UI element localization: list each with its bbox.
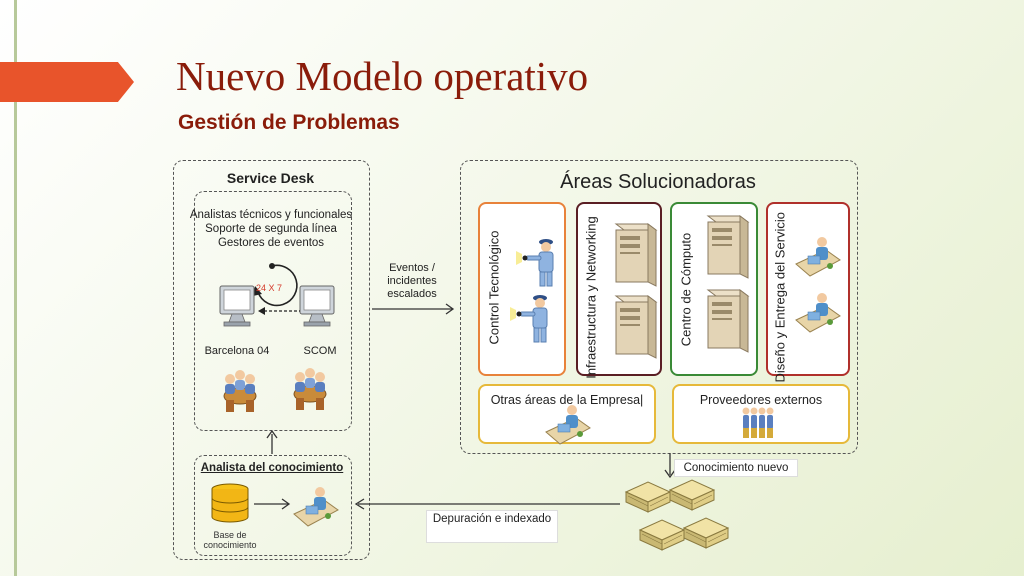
database-icon <box>211 483 249 523</box>
site-left-label: Barcelona 04 <box>204 345 270 357</box>
refine-label: Depuración e indexado <box>426 510 558 543</box>
database-label: Base de conocimiento <box>203 530 257 550</box>
title-arrow-tab <box>0 62 134 102</box>
guard-icon <box>515 238 554 287</box>
arrow-down-icon <box>664 453 676 479</box>
service-desk-inner-panel <box>194 191 352 431</box>
area-label-computo: Centro de Cómputo <box>678 232 694 347</box>
analyst-desk-icon <box>795 292 841 333</box>
page-subtitle: Gestión de Problemas <box>178 111 400 134</box>
knowledge-analyst-heading: Analista del conocimiento <box>200 462 344 474</box>
new-knowledge-label: Conocimiento nuevo <box>674 459 798 477</box>
people-group-icon <box>742 407 774 438</box>
meeting-icon <box>223 369 257 413</box>
escalated-label: Eventos / incidentes escalados <box>387 262 437 300</box>
external-providers-label: Proveedores externos <box>699 393 823 407</box>
server-icon <box>615 295 657 359</box>
area-label-infra: Infraestructura y Networking <box>583 216 599 379</box>
other-areas-label: Otras áreas de la Empresa| <box>490 393 644 407</box>
monitor-icon <box>299 285 335 327</box>
document-stack-icon <box>625 481 671 513</box>
cycle-arrow-icon <box>253 263 298 307</box>
page-title: Nuevo Modelo operativo <box>176 53 589 99</box>
role-1: Analistas técnicos y funcionales <box>189 209 353 221</box>
server-icon <box>707 289 749 353</box>
service-desk-heading: Service Desk <box>226 170 315 186</box>
service-desk-panel <box>173 160 370 560</box>
arrow-right-icon <box>372 303 455 315</box>
meeting-icon <box>293 367 327 411</box>
knowledge-analyst-panel <box>194 455 352 556</box>
left-accent-line <box>14 0 17 576</box>
arrow-right-icon <box>254 498 291 510</box>
area-label-diseno: Diseño y Entrega del Servicio <box>772 211 788 383</box>
areas-heading: Áreas Solucionadoras <box>560 171 756 193</box>
document-stack-icon <box>669 479 715 511</box>
monitor-icon <box>219 285 255 327</box>
role-3: Gestores de eventos <box>217 237 325 249</box>
server-icon <box>707 215 749 279</box>
arrow-up-icon <box>266 429 278 454</box>
site-right-label: SCOM <box>303 345 337 357</box>
analyst-desk-icon <box>795 236 841 277</box>
area-label-control: Control Tecnológico <box>486 230 502 345</box>
analyst-desk-icon <box>293 486 339 527</box>
guard-icon <box>509 294 548 343</box>
arrow-left-icon <box>354 498 620 510</box>
document-stack-icon <box>639 519 685 551</box>
server-icon <box>615 223 657 287</box>
cycle-label: 24 X 7 <box>256 283 283 293</box>
role-2: Soporte de segunda línea <box>205 223 337 235</box>
areas-panel <box>460 160 858 454</box>
area-column-control <box>478 202 566 376</box>
document-stack-icon <box>683 517 729 549</box>
analyst-desk-icon <box>545 404 591 445</box>
dashed-arrow-icon <box>258 307 300 315</box>
area-column-diseno <box>766 202 850 376</box>
